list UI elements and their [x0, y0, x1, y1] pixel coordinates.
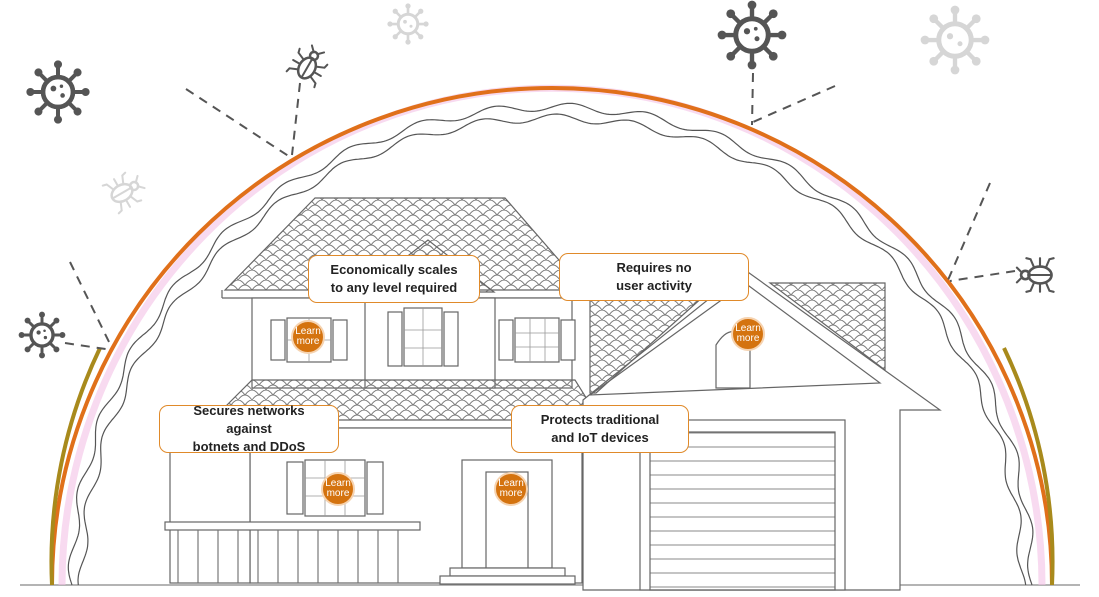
bug-icon: [285, 39, 334, 89]
callout-devices: Protects traditional and IoT devices: [511, 405, 689, 453]
virus-icon: [26, 60, 89, 123]
virus-icon: [16, 309, 68, 361]
callout-botnets-text: Secures networks against botnets and DDo…: [192, 403, 306, 454]
virus-icon: [385, 1, 431, 47]
virus-icon: [921, 6, 990, 75]
wavy-shield: [67, 102, 1034, 586]
callout-botnets: Secures networks against botnets and DDo…: [159, 403, 339, 454]
dome-arc-lower-right: [1002, 347, 1055, 586]
learn-more-button-devices[interactable]: Learn more: [494, 472, 528, 506]
attack-lines: [64, 72, 1016, 351]
virus-icon: [718, 1, 787, 70]
callout-activity-text: Requires no user activity: [616, 260, 692, 293]
callout-activity: Requires no user activity: [559, 253, 749, 301]
dome-arc-lower-left: [49, 347, 102, 586]
learn-more-button-botnets[interactable]: Learn more: [321, 472, 355, 506]
bug-icon: [101, 166, 151, 215]
learn-more-button-economy[interactable]: Learn more: [291, 320, 325, 354]
dome-arc: [50, 86, 1054, 586]
callout-economy-text: Economically scales to any level require…: [330, 262, 458, 295]
house: [164, 197, 942, 591]
bug-icon: [1015, 256, 1055, 294]
callout-economy: Economically scales to any level require…: [308, 255, 480, 303]
callout-devices-text: Protects traditional and IoT devices: [540, 412, 660, 445]
learn-more-button-activity[interactable]: Learn more: [731, 317, 765, 351]
